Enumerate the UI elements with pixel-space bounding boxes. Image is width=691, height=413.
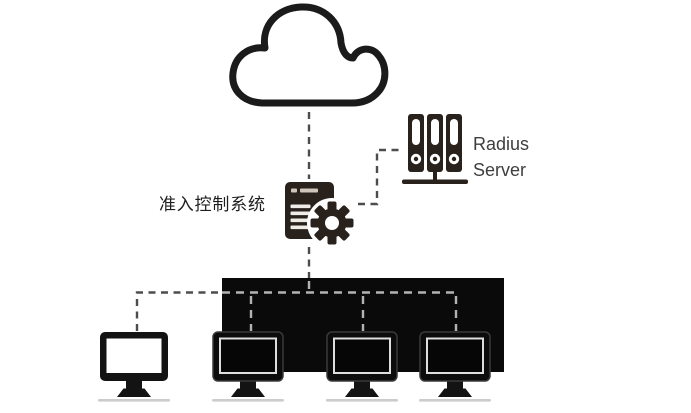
connector-switch-to-pc1 bbox=[135, 291, 222, 331]
monitor-icon bbox=[212, 331, 284, 402]
radius-server-label: Radius Server bbox=[473, 131, 529, 183]
access-control-label: 准入控制系统 bbox=[159, 195, 266, 214]
monitor-icon bbox=[98, 332, 170, 402]
gear-icon bbox=[310, 201, 354, 245]
server-binders-icon bbox=[402, 114, 468, 184]
cloud-icon bbox=[229, 3, 389, 107]
document-gear-icon bbox=[285, 182, 357, 248]
radius-server-label-line1: Radius bbox=[473, 134, 530, 154]
radius-server-label-line2: Server bbox=[473, 160, 527, 180]
lan-dashed-bus bbox=[222, 281, 458, 331]
monitor-icon bbox=[326, 331, 398, 402]
connector-acs-to-radius bbox=[358, 148, 403, 206]
monitor-icon bbox=[419, 331, 491, 402]
